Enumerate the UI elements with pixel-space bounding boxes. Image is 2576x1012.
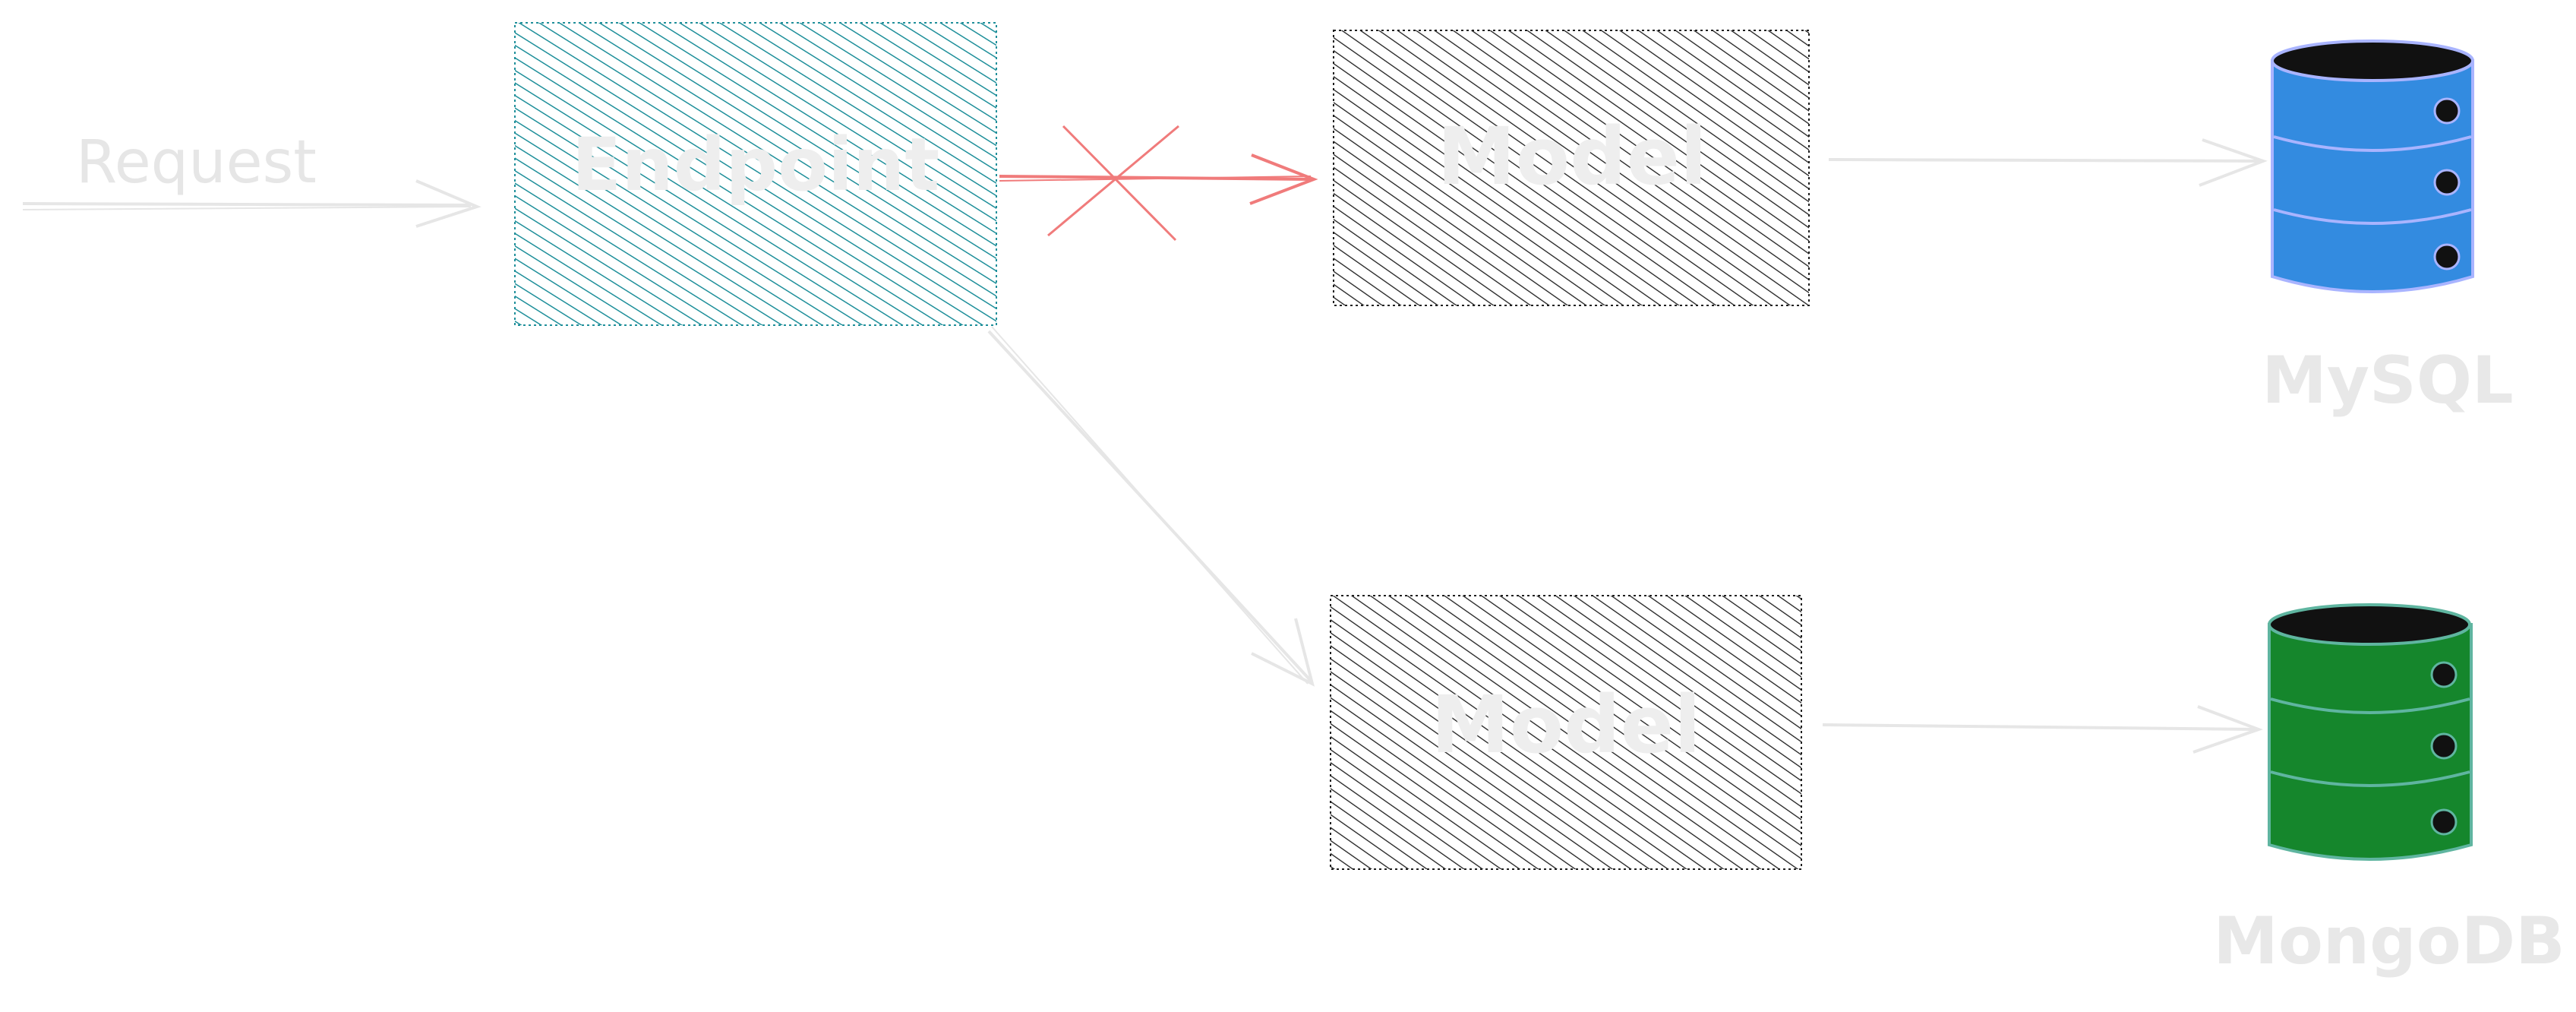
mongodb-database-icon[interactable] <box>2268 603 2473 861</box>
mysql-database-icon[interactable] <box>2271 40 2474 293</box>
model-top-box[interactable]: Model <box>1333 30 1810 306</box>
model-bottom-box[interactable]: Model <box>1330 595 1802 870</box>
model-to-mysql-arrow <box>1828 138 2268 187</box>
model-to-mongodb-arrow <box>1822 705 2263 754</box>
blocked-arrow <box>999 125 1318 242</box>
mysql-label: MySQL <box>2262 343 2514 419</box>
request-label: Request <box>76 128 317 197</box>
endpoint-to-model-bottom-arrow <box>987 326 1315 687</box>
mongodb-label: MongoDB <box>2213 903 2565 979</box>
request-arrow <box>22 179 481 228</box>
endpoint-box[interactable]: Endpoint <box>514 22 997 326</box>
endpoint-label: Endpoint <box>572 122 939 207</box>
model-bottom-label: Model <box>1431 678 1701 771</box>
model-top-label: Model <box>1437 110 1707 203</box>
